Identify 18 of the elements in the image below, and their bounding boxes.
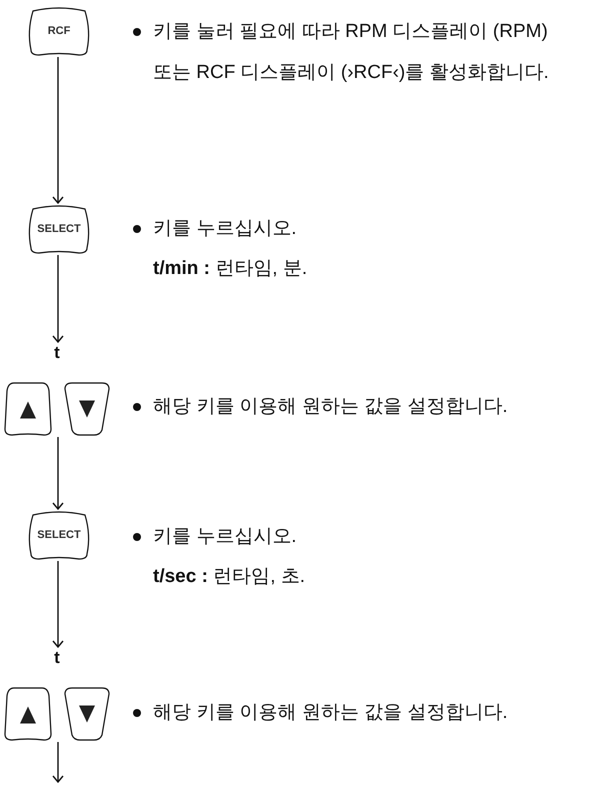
instruction-text: 키를 누르십시오. (153, 525, 298, 549)
arrow (52, 437, 64, 510)
instruction-text: 해당 키를 이용해 원하는 값을 설정합니다. (153, 395, 509, 419)
down-key (64, 688, 110, 741)
instruction-text: t/min : 런타임, 분. (153, 257, 308, 281)
up-key (4, 688, 52, 741)
instruction-text: 키를 누르십시오. (153, 217, 298, 241)
key-label: t (53, 343, 61, 363)
instruction-text: 키를 눌러 필요에 따라 RPM 디스플레이 (RPM) 또는 RCF 디스플레이 (›RCF‹)를 활성화합니다. (153, 20, 550, 85)
key-label: t (53, 648, 61, 668)
instruction-text: 해당 키를 이용해 원하는 값을 설정합니다. (153, 701, 509, 725)
down-key (64, 383, 110, 436)
arrow (52, 742, 64, 783)
up-key (4, 383, 52, 436)
arrow (52, 255, 64, 343)
arrow (52, 561, 64, 648)
arrow (52, 57, 64, 204)
instruction-text: t/sec : 런타임, 초. (153, 565, 306, 589)
